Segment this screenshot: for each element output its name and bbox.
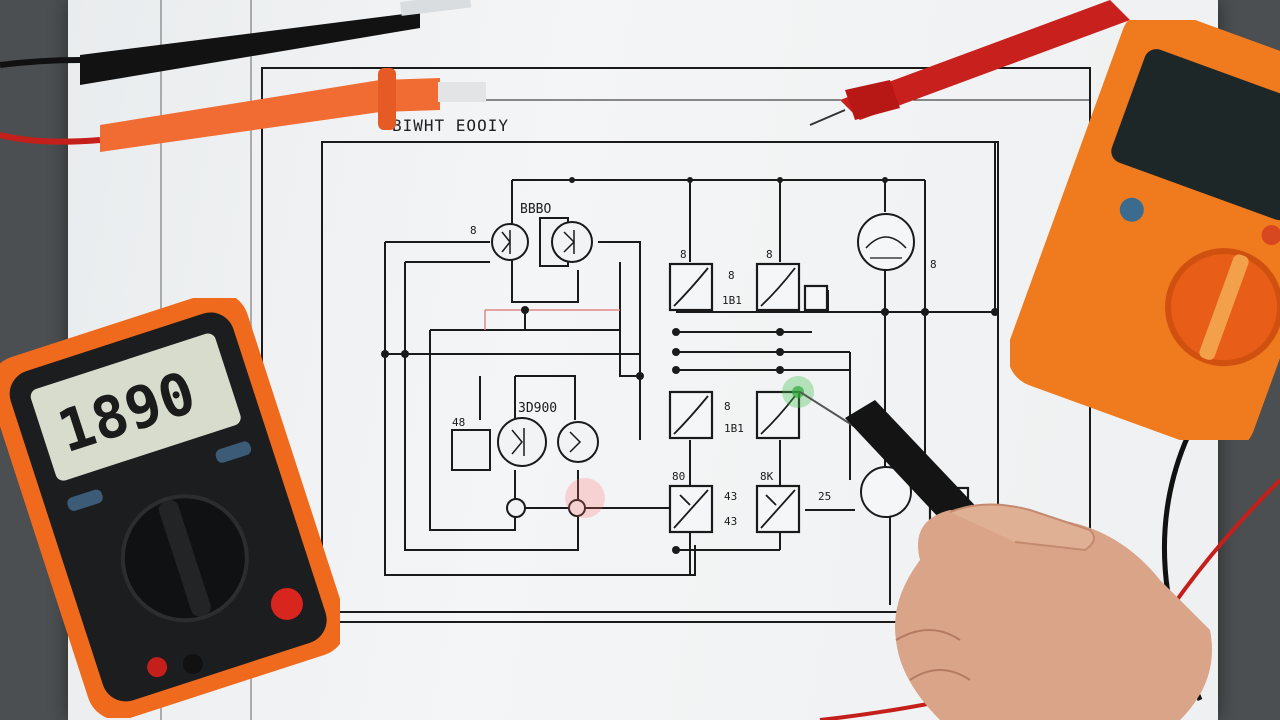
svg-text:48: 48 [452, 416, 465, 429]
hand-with-probe [800, 391, 1212, 720]
lcd-screen [30, 333, 241, 481]
svg-text:43: 43 [724, 515, 737, 528]
svg-text:8: 8 [930, 258, 937, 271]
multimeter-left: 1890 [0, 298, 340, 718]
svg-text:8: 8 [766, 248, 773, 261]
svg-text:8: 8 [728, 269, 735, 282]
svg-text:25: 25 [818, 490, 831, 503]
svg-text:8: 8 [724, 400, 731, 413]
svg-text:8: 8 [470, 224, 477, 237]
ic-bottom-label: 3D900 [518, 401, 557, 416]
schematic-title: BIWHT EOOIY [392, 116, 509, 135]
svg-text:1B1: 1B1 [722, 294, 742, 307]
multimeter-right [1010, 20, 1280, 440]
svg-text:80: 80 [672, 470, 685, 483]
ic-top-label: BBBO [520, 202, 551, 217]
svg-text:8K: 8K [760, 470, 774, 483]
svg-text:8: 8 [680, 248, 687, 261]
svg-text:43: 43 [724, 490, 737, 503]
svg-text:1B1: 1B1 [724, 422, 744, 435]
